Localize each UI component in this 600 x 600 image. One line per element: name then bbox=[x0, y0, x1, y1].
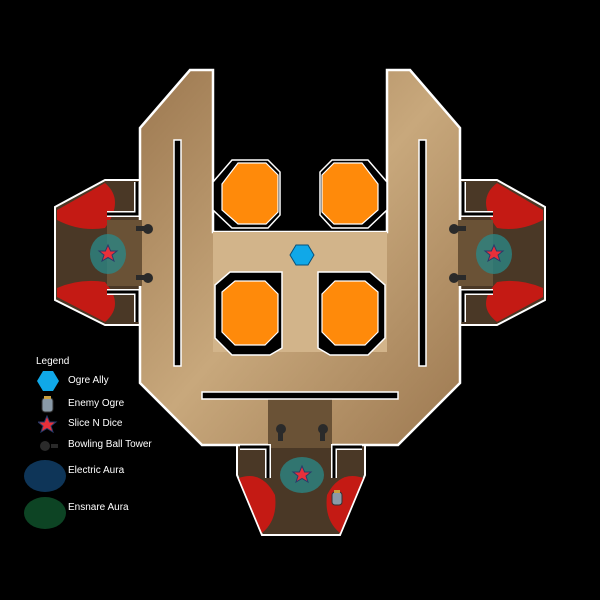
wall bbox=[201, 391, 399, 400]
hexagon-icon bbox=[37, 371, 59, 391]
legend-title: Legend bbox=[36, 356, 70, 367]
red-star-icon bbox=[483, 243, 505, 263]
red-star-icon bbox=[97, 243, 119, 263]
red-star-icon bbox=[36, 414, 58, 434]
spawn-zone bbox=[486, 183, 543, 229]
bowling-ball-tower-icon bbox=[40, 441, 58, 451]
blue-aura-icon bbox=[24, 460, 66, 492]
wall bbox=[418, 139, 427, 367]
legend-item-ogre-ally: Ogre Ally bbox=[24, 371, 184, 392]
ogre-ally-hexagon-icon bbox=[289, 244, 315, 266]
legend-item-bowling-ball-tower: Bowling Ball Tower bbox=[24, 436, 184, 456]
spawn-zone bbox=[57, 280, 115, 322]
wall bbox=[173, 139, 182, 367]
legend-item-slice-n-dice: Slice N Dice bbox=[24, 414, 184, 435]
red-star-icon bbox=[291, 464, 313, 484]
spawn-zone bbox=[486, 280, 543, 322]
legend-item-electric-aura: Electric Aura bbox=[24, 459, 184, 493]
legend-item-ensnare-aura: Ensnare Aura bbox=[24, 496, 184, 530]
bowling-ball-tower bbox=[136, 224, 466, 441]
green-aura-icon bbox=[24, 497, 66, 529]
spawn-zone bbox=[57, 183, 115, 229]
enemy-ogre-icon bbox=[41, 396, 54, 413]
enemy-ogre-icon bbox=[331, 490, 343, 506]
spawn-zone bbox=[239, 476, 276, 533]
legend-item-enemy-ogre: Enemy Ogre bbox=[24, 395, 184, 415]
